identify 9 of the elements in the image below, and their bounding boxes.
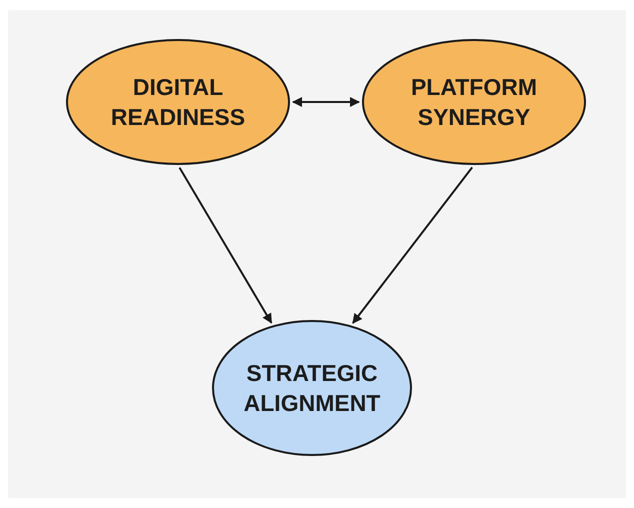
arrow — [178, 167, 272, 324]
node-label: STRATEGIC ALIGNMENT — [242, 359, 382, 418]
ellipse-node — [212, 320, 412, 456]
ellipse-node — [362, 39, 586, 165]
node-label: DIGITAL READINESS — [110, 73, 246, 132]
node-label: PLATFORM SYNERGY — [410, 73, 538, 132]
arrow — [352, 166, 473, 324]
ellipse-node — [66, 39, 290, 165]
arrow — [292, 97, 360, 107]
